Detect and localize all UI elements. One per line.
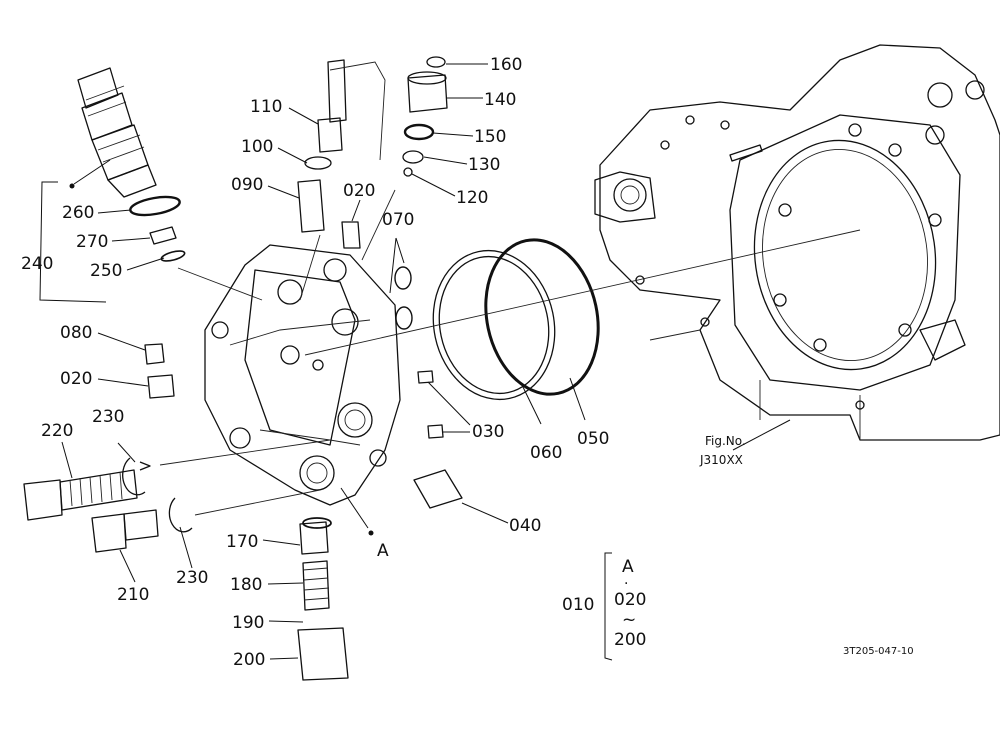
callout-020: 020 xyxy=(343,181,375,201)
legend-top: A xyxy=(622,557,634,577)
bracket-240 xyxy=(39,181,107,303)
callout-020-lower: 020 xyxy=(60,369,92,389)
callout-140: 140 xyxy=(484,90,516,110)
callout-160: 160 xyxy=(490,55,522,75)
fig-ref-line1: Fig.No. xyxy=(705,434,746,448)
fig-ref-line2: J310XX xyxy=(699,453,743,467)
callout-a: A xyxy=(377,541,389,561)
relief-valve xyxy=(77,67,157,198)
callout-060: 060 xyxy=(530,443,562,463)
callout-130: 130 xyxy=(468,155,500,175)
transmission-housing xyxy=(594,44,1000,441)
callout-240: 240 xyxy=(21,254,53,274)
callout-110: 110 xyxy=(250,97,282,117)
callout-170: 170 xyxy=(226,532,258,552)
callout-180: 180 xyxy=(230,575,262,595)
callout-230: 230 xyxy=(92,407,124,427)
legend-mid: 020 xyxy=(614,590,646,610)
large-rings xyxy=(432,238,600,401)
figure-reference: Fig.No. J310XX xyxy=(699,434,746,467)
callout-090: 090 xyxy=(231,175,263,195)
callout-220: 220 xyxy=(41,421,73,441)
callout-040: 040 xyxy=(509,516,541,536)
seal-rings xyxy=(122,123,435,533)
legend-dot: · xyxy=(624,576,628,592)
cylinder-body xyxy=(204,244,401,506)
callout-080: 080 xyxy=(60,323,92,343)
leader-lines xyxy=(61,63,791,660)
callout-150: 150 xyxy=(474,127,506,147)
callout-250: 250 xyxy=(90,261,122,281)
bracket-dot xyxy=(69,183,75,189)
legend-main: 010 xyxy=(562,595,594,615)
assembly-legend: 010 A · 020 ~ 200 xyxy=(562,557,646,650)
callout-120: 120 xyxy=(456,188,488,208)
callout-260: 260 xyxy=(62,203,94,223)
callout-100: 100 xyxy=(241,137,273,157)
callout-050: 050 xyxy=(577,429,609,449)
legend-bottom: 200 xyxy=(614,630,646,650)
callout-270: 270 xyxy=(76,232,108,252)
leader-dot-a xyxy=(368,530,374,536)
callout-labels: 160 140 150 130 120 110 100 090 020 070 … xyxy=(21,55,609,670)
legend-tilde: ~ xyxy=(622,610,636,630)
top-valve-stack xyxy=(407,56,448,113)
callout-070: 070 xyxy=(382,210,414,230)
callout-030: 030 xyxy=(472,422,504,442)
callout-210: 210 xyxy=(117,585,149,605)
center-lines xyxy=(159,61,861,516)
callout-200: 200 xyxy=(233,650,265,670)
drawing-code: 3T205-047-10 xyxy=(843,646,914,657)
legend-bracket xyxy=(604,552,613,661)
callout-190: 190 xyxy=(232,613,264,633)
callout-230-lower: 230 xyxy=(176,568,208,588)
rods-and-plugs xyxy=(23,59,463,681)
